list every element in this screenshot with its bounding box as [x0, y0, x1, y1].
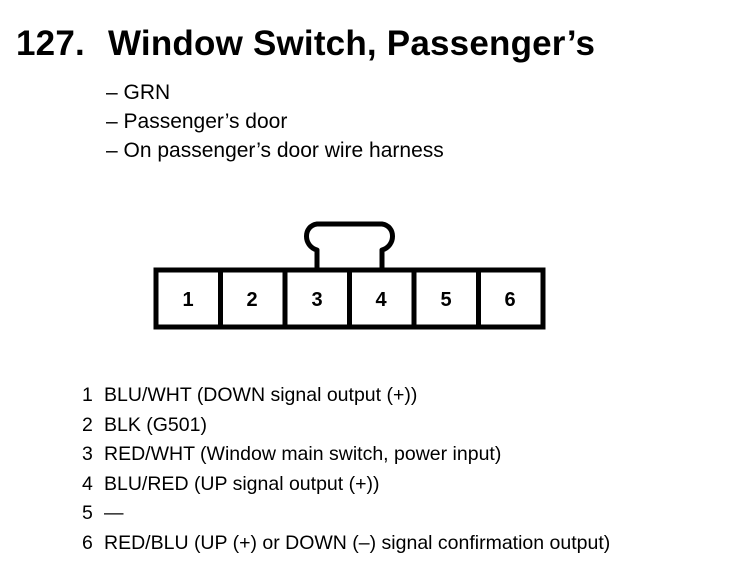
- pin-description: BLK (G501): [104, 413, 207, 436]
- pin-row: 1 BLU/WHT (DOWN signal output (+)): [82, 381, 610, 411]
- connector-details: – GRN – Passenger’s door – On passenger’…: [106, 78, 444, 165]
- pin-row: 3 RED/WHT (Window main switch, power inpu…: [82, 440, 610, 470]
- pin-row: 4 BLU/RED (UP signal output (+)): [82, 470, 610, 500]
- pin-number: 4: [82, 472, 93, 495]
- pin-number: 5: [82, 502, 93, 525]
- title-text: Window Switch, Passenger’s: [108, 24, 596, 63]
- pin-description: —: [104, 502, 124, 525]
- connector-lock-tab: [304, 221, 395, 270]
- pin-row: 6 RED/BLU (UP (+) or DOWN (–) signal conf…: [82, 529, 610, 559]
- cavity-label-5: 5: [440, 289, 451, 311]
- cavity-label-6: 6: [504, 289, 515, 311]
- detail-location: – Passenger’s door: [106, 110, 288, 133]
- cavity-label-4: 4: [375, 289, 387, 311]
- pin-number: 2: [82, 413, 93, 436]
- page-title: 127. Window Switch, Passenger’s: [16, 24, 595, 64]
- pin-description: RED/BLU (UP (+) or DOWN (–) signal confi…: [104, 531, 611, 554]
- cavity-label-3: 3: [311, 289, 322, 311]
- cavity-label-2: 2: [246, 289, 257, 311]
- pin-description: BLU/WHT (DOWN signal output (+)): [104, 384, 418, 406]
- pin-description: RED/WHT (Window main switch, power input…: [104, 443, 502, 466]
- detail-color: – GRN: [106, 81, 171, 104]
- detail-harness: – On passenger’s door wire harness: [106, 139, 444, 162]
- pin-row: 2 BLK (G501): [82, 411, 610, 441]
- pin-number: 3: [82, 443, 93, 466]
- pin-number: 1: [82, 384, 93, 406]
- pin-description: BLU/RED (UP signal output (+)): [104, 472, 380, 495]
- pin-row: 5—: [82, 499, 610, 529]
- title-number: 127.: [16, 24, 85, 63]
- cavity-label-1: 1: [182, 289, 193, 311]
- pin-number: 6: [82, 531, 93, 554]
- pin-list: 1 BLU/WHT (DOWN signal output (+)) 2 BLK (…: [82, 381, 610, 559]
